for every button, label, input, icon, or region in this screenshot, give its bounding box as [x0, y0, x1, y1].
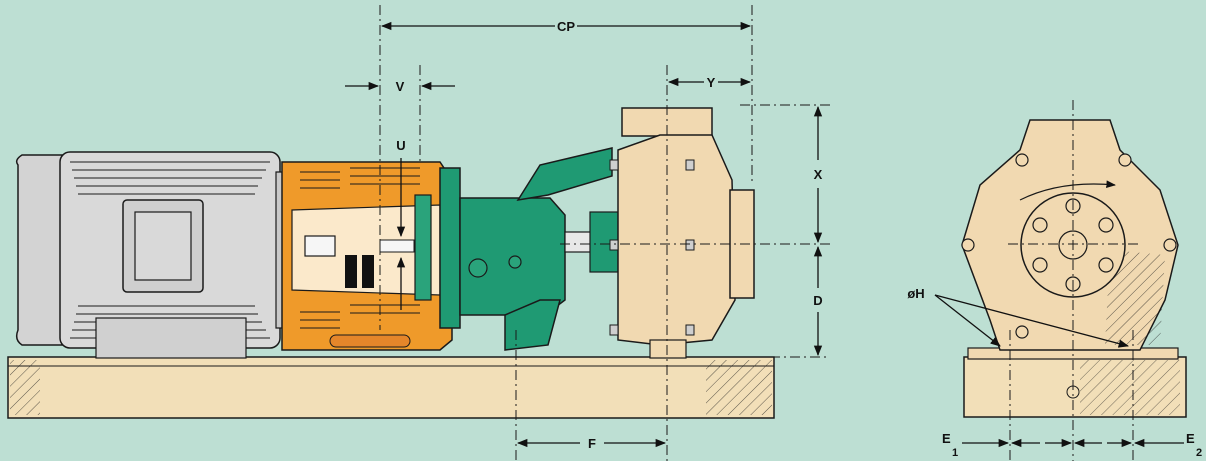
- label-x: X: [814, 167, 823, 182]
- dimension-labels: CP V U Y X D F øH E 1 E 2: [396, 19, 1202, 459]
- label-d: D: [813, 293, 822, 308]
- label-e2: E: [1186, 431, 1195, 446]
- label-cp: CP: [557, 19, 575, 34]
- label-e2-sub: 2: [1196, 447, 1202, 459]
- front-view-pump: [961, 119, 1187, 418]
- dimension-lines: [345, 21, 1184, 448]
- label-f: F: [588, 436, 596, 451]
- base-plate: [7, 356, 775, 419]
- bearing-bracket: [439, 147, 619, 351]
- label-y: Y: [707, 75, 716, 90]
- pump-casing: [609, 107, 755, 359]
- coupling-guard: [281, 161, 453, 351]
- label-u: U: [396, 138, 405, 153]
- label-e1-sub: 1: [952, 447, 958, 459]
- label-e1: E: [942, 431, 951, 446]
- motor: [15, 151, 293, 359]
- center-lines: [379, 5, 1140, 461]
- label-v: V: [396, 79, 405, 94]
- label-h: øH: [907, 286, 924, 301]
